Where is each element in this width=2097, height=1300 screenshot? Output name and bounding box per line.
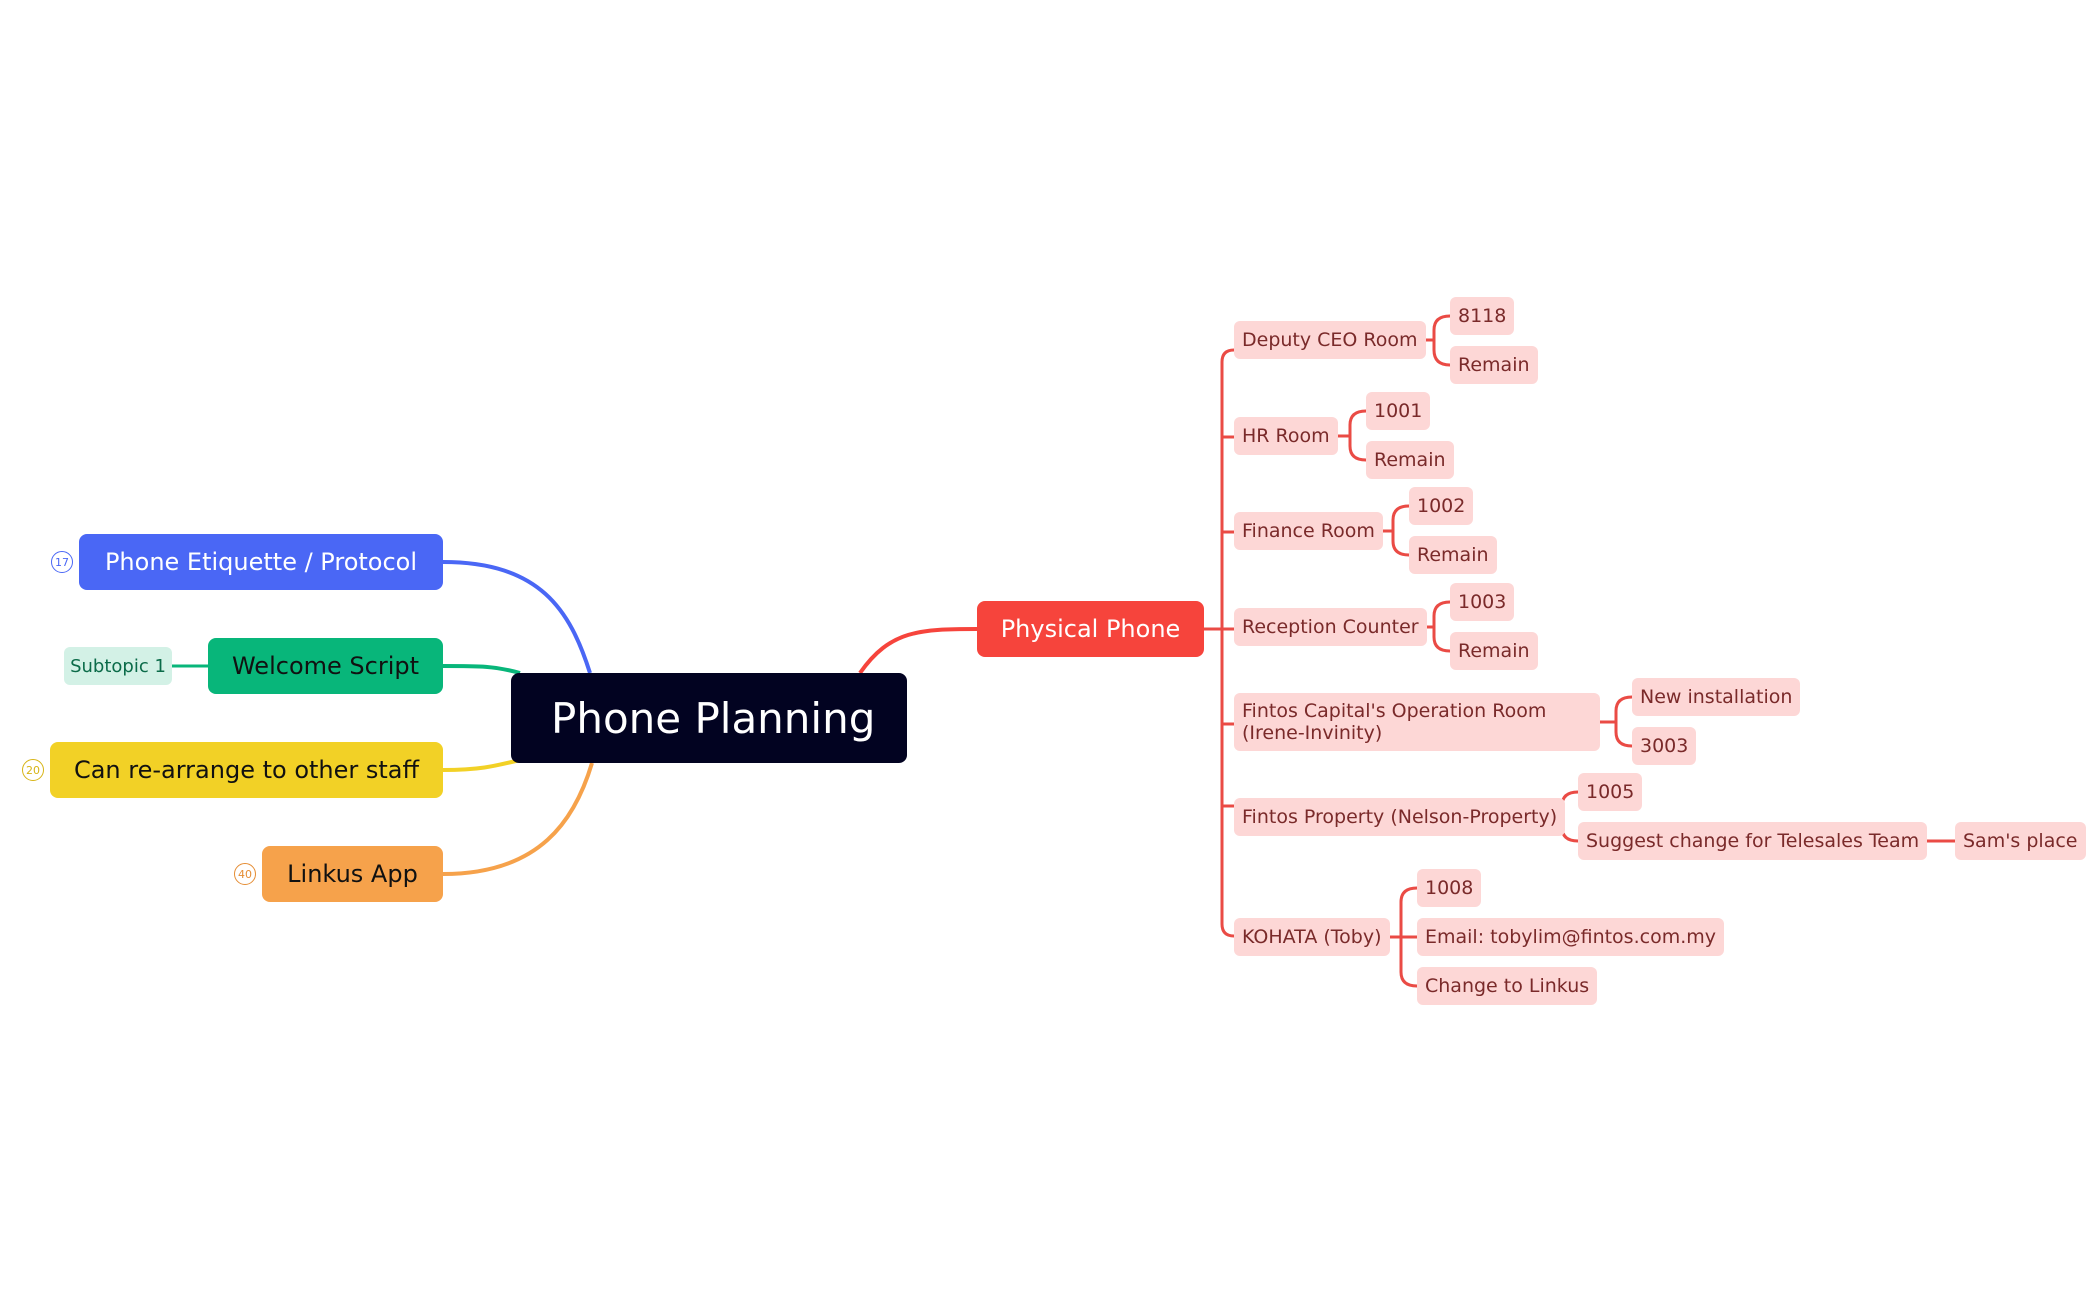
leaf-ext[interactable]: 1003 [1450, 583, 1515, 621]
leaf-email[interactable]: Email: tobylim@fintos.com.my [1417, 918, 1724, 956]
topic-count-badge[interactable]: 20 [22, 759, 44, 781]
leaf-remain[interactable]: Remain [1450, 632, 1538, 670]
topic-phone-etiquette[interactable]: Phone Etiquette / Protocol [79, 534, 443, 590]
topic-count-badge[interactable]: 40 [234, 863, 256, 885]
topic-physical-phone[interactable]: Physical Phone [977, 601, 1204, 657]
leaf-finance-room[interactable]: Finance Room [1234, 512, 1383, 550]
leaf-ext[interactable]: 3003 [1632, 727, 1697, 765]
leaf-kohata[interactable]: KOHATA (Toby) [1234, 918, 1390, 956]
leaf-deputy-ceo-room[interactable]: Deputy CEO Room [1234, 321, 1426, 359]
leaf-suggest-change[interactable]: Suggest change for Telesales Team [1578, 822, 1928, 860]
leaf-ext[interactable]: 1001 [1366, 392, 1431, 430]
topic-count-badge[interactable]: 17 [51, 551, 73, 573]
link-etiquette [442, 560, 592, 674]
topic-rearrange-staff[interactable]: Can re-arrange to other staff [50, 742, 443, 798]
leaf-remain[interactable]: Remain [1366, 441, 1454, 479]
leaf-change-to-linkus[interactable]: Change to Linkus [1417, 967, 1598, 1005]
leaf-remain[interactable]: Remain [1409, 536, 1497, 574]
leaf-hr-room[interactable]: HR Room [1234, 417, 1338, 455]
leaf-new-installation[interactable]: New installation [1632, 678, 1801, 716]
leaf-fintos-property[interactable]: Fintos Property (Nelson-Property) [1234, 798, 1566, 836]
link-physical [858, 627, 978, 675]
leaf-remain[interactable]: Remain [1450, 346, 1538, 384]
subtopic-1[interactable]: Subtopic 1 [64, 647, 172, 685]
link-linkus [442, 762, 594, 876]
link-welcome [442, 664, 521, 675]
central-topic[interactable]: Phone Planning [511, 673, 907, 763]
leaf-fintos-capital[interactable]: Fintos Capital's Operation Room (Irene-I… [1234, 693, 1600, 751]
topic-linkus-app[interactable]: Linkus App [262, 846, 443, 902]
leaf-sams-place[interactable]: Sam's place [1955, 822, 2086, 860]
topic-welcome-script[interactable]: Welcome Script [208, 638, 443, 694]
leaf-ext[interactable]: 1002 [1409, 487, 1474, 525]
leaf-ext[interactable]: 1005 [1578, 773, 1643, 811]
leaf-ext[interactable]: 8118 [1450, 297, 1515, 335]
leaf-reception-counter[interactable]: Reception Counter [1234, 608, 1427, 646]
leaf-ext[interactable]: 1008 [1417, 869, 1482, 907]
link-rearrange [442, 758, 521, 772]
